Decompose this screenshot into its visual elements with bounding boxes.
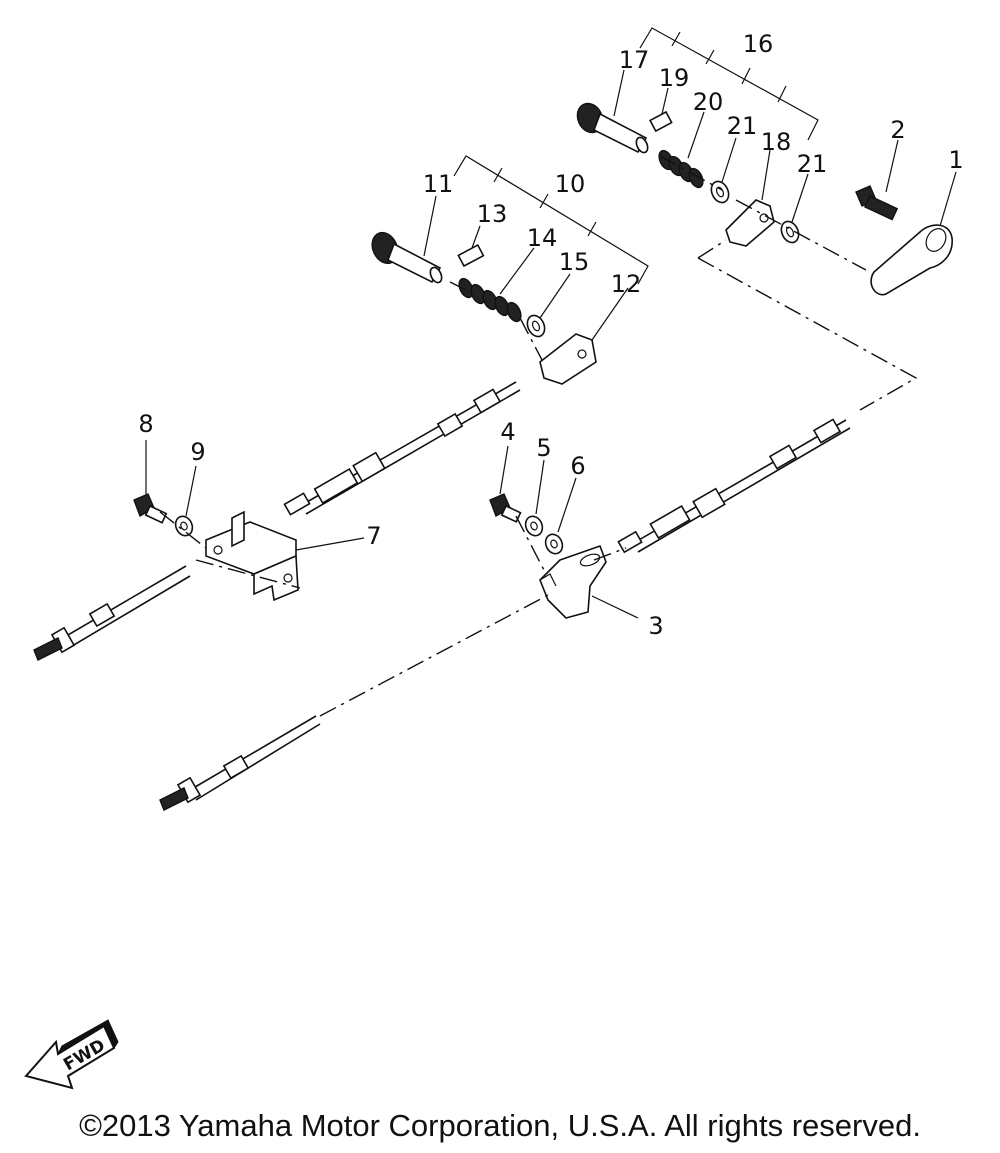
pin-19-part [649, 110, 673, 133]
callout-19: 19 [659, 64, 690, 92]
callout-18: 18 [761, 128, 792, 156]
link-12-part [539, 333, 597, 385]
callout-8: 8 [138, 410, 153, 438]
callout-1: 1 [948, 146, 963, 174]
callout-2: 2 [890, 116, 905, 144]
bolt-2-part [855, 185, 899, 221]
leader-lines [145, 69, 957, 619]
callout-21b: 21 [797, 150, 828, 178]
washer-5-part [524, 515, 544, 537]
cable-lower [159, 715, 321, 811]
callout-21a: 21 [727, 112, 758, 140]
centerlines [159, 155, 918, 717]
callout-14: 14 [527, 224, 558, 252]
callout-11: 11 [423, 170, 454, 198]
pin-13-part [457, 243, 485, 268]
copyright-text: ©2013 Yamaha Motor Corporation, U.S.A. A… [79, 1108, 921, 1143]
knob-11-part [371, 231, 443, 284]
callout-20: 20 [693, 88, 724, 116]
callout-7: 7 [366, 522, 381, 550]
spring-20-part [658, 149, 704, 189]
spring-14-part [458, 277, 522, 323]
callout-13: 13 [477, 200, 508, 228]
group-16-bracket [639, 27, 819, 141]
lever-1-part [870, 224, 953, 296]
knob-17-part [576, 102, 649, 154]
fwd-arrow-icon: FWD [24, 1018, 119, 1090]
bolt-8-part [133, 493, 168, 524]
callout-3: 3 [648, 612, 663, 640]
bolt-4-part [489, 493, 522, 523]
cable-left-end [33, 565, 191, 661]
bracket-7-part [205, 510, 299, 602]
link-18-part [725, 199, 775, 247]
callout-10: 10 [555, 170, 586, 198]
washer-21b-part [780, 220, 800, 244]
callout-15: 15 [559, 248, 590, 276]
callout-5: 5 [536, 434, 551, 462]
callout-6: 6 [570, 452, 585, 480]
washer-9-part [174, 515, 194, 537]
bracket-3-part [539, 544, 607, 619]
callout-9: 9 [190, 438, 205, 466]
callout-17: 17 [619, 46, 650, 74]
callout-4: 4 [500, 418, 515, 446]
washer-21a-part [710, 180, 730, 204]
washer-6-part [544, 533, 564, 555]
callout-12: 12 [611, 270, 642, 298]
cable-upper-left [283, 381, 521, 516]
washer-15-part [526, 314, 546, 338]
callout-16: 16 [743, 30, 774, 58]
group-10-bracket [453, 155, 649, 285]
cable-right [617, 418, 851, 554]
